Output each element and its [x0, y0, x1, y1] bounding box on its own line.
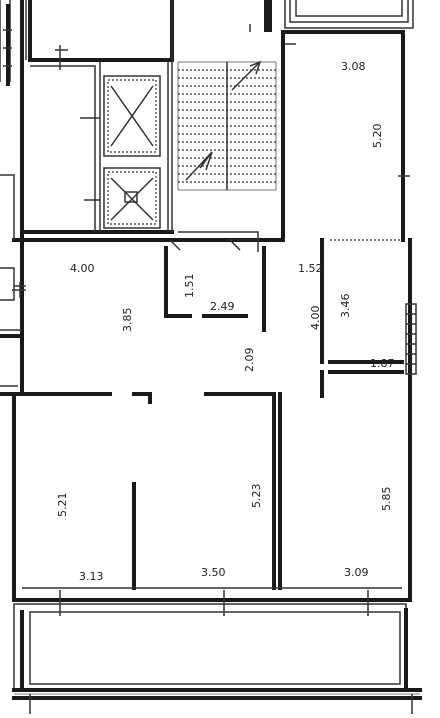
interior-walls — [12, 238, 404, 590]
dim-room-left-depth: 5.21 — [56, 493, 69, 518]
dim-room-right-width: 3.09 — [344, 566, 369, 579]
top-duct — [264, 0, 414, 32]
staircase — [177, 60, 277, 252]
dim-small-room-depth: 3.46 — [339, 294, 352, 319]
dim-room-right-depth: 5.85 — [380, 487, 393, 512]
dim-room-mid-depth: 5.23 — [250, 484, 263, 509]
dim-small-room-width: 1.87 — [370, 357, 395, 370]
elevator-cabin-1 — [103, 75, 161, 157]
dim-room-mid-width: 3.50 — [201, 566, 226, 579]
dim-hall-depth: 3.85 — [121, 308, 134, 333]
exterior-walls — [12, 30, 412, 602]
dimension-labels: 3.08 5.20 4.00 1.51 3.85 2.49 1.52 4.00 … — [56, 60, 395, 583]
dim-wc-width: 1.52 — [298, 262, 323, 275]
dim-bath-width: 2.49 — [210, 300, 235, 313]
dim-top-right-depth: 5.20 — [371, 124, 384, 149]
balcony — [12, 590, 422, 714]
dim-hall-width: 4.00 — [70, 262, 95, 275]
left-edge-fragment — [0, 0, 22, 396]
dim-corridor-a: 1.51 — [183, 274, 196, 299]
dim-top-right-width: 3.08 — [341, 60, 366, 73]
wall-ticks — [14, 24, 410, 287]
dim-corridor-b: 4.00 — [309, 306, 322, 331]
window-markers — [405, 303, 417, 375]
dim-passage: 2.09 — [243, 348, 256, 373]
dim-room-left-width: 3.13 — [79, 570, 104, 583]
elevator-shaft-area — [20, 0, 174, 242]
elevator-cabin-2 — [103, 167, 161, 229]
